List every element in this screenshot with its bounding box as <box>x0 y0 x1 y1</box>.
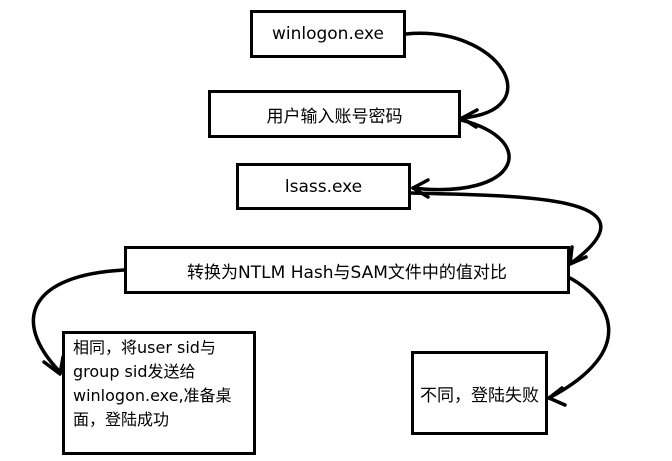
node-login-failure: 不同，登陆失败 <box>411 351 548 435</box>
node-winlogon-label: winlogon.exe <box>271 24 385 44</box>
arrowhead-compare <box>568 245 588 266</box>
arrowhead-input <box>460 108 479 129</box>
node-user-input-label: 用户输入账号密码 <box>266 106 403 127</box>
node-winlogon: winlogon.exe <box>250 10 406 58</box>
node-lsass: lsass.exe <box>236 163 411 210</box>
arrow-compare-to-same <box>31 268 126 374</box>
arrow-lsass-to-compare <box>409 191 603 266</box>
arrowhead-different <box>547 386 567 407</box>
arrow-compare-to-different <box>547 276 611 400</box>
node-compare-hash: 转换为NTLM Hash与SAM文件中的值对比 <box>124 246 570 294</box>
node-login-failure-label: 不同，登陆失败 <box>420 385 539 406</box>
arrow-input-to-lsass <box>411 118 511 192</box>
node-compare-hash-label: 转换为NTLM Hash与SAM文件中的值对比 <box>187 262 507 283</box>
arrow-winlogon-to-input <box>404 31 510 120</box>
node-login-success: 相同，将user sid与group sid发送给winlogon.exe,准备… <box>62 331 256 455</box>
arrowhead-lsass <box>411 178 430 199</box>
node-login-success-label: 相同，将user sid与group sid发送给winlogon.exe,准备… <box>73 338 232 429</box>
node-lsass-label: lsass.exe <box>284 176 363 197</box>
node-user-input: 用户输入账号密码 <box>208 90 461 138</box>
